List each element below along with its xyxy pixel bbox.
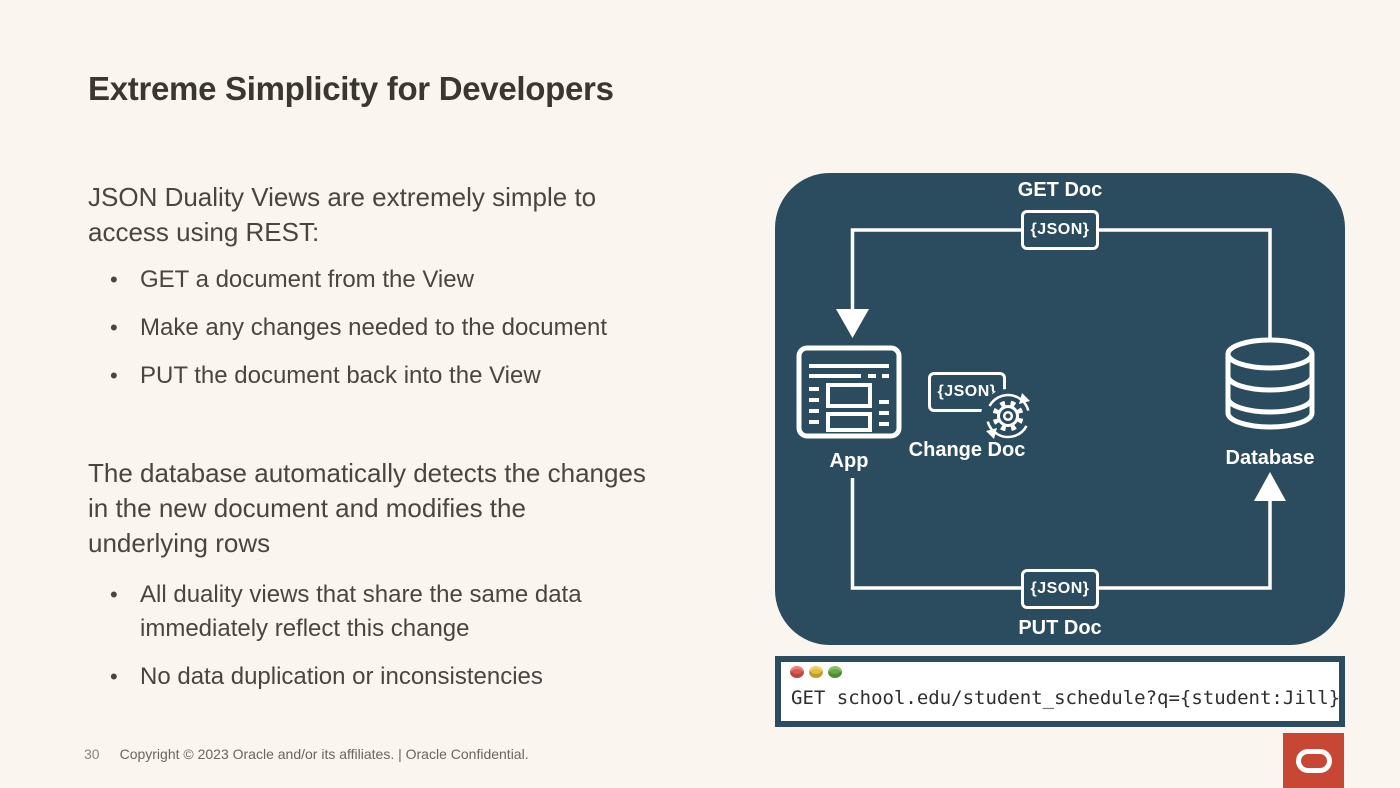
oracle-o-icon [1295, 748, 1332, 773]
bullet-item: No data duplication or inconsistencies [88, 660, 668, 694]
terminal-window: GET school.edu/student_schedule?q={stude… [775, 656, 1345, 727]
slide-title: Extreme Simplicity for Developers [88, 70, 614, 107]
diagram-wires [796, 228, 1315, 590]
bullet-text: GET a document from the View [140, 266, 474, 293]
footer: 30 Copyright © 2023 Oracle and/or its aff… [84, 746, 529, 762]
bullet-item: All duality views that share the same da… [88, 578, 668, 646]
database-cylinder-icon [1225, 337, 1315, 430]
bullet-text: PUT the document back into the View [140, 362, 541, 389]
bullet-item: GET a document from the View [88, 263, 668, 297]
page-number: 30 [84, 746, 100, 762]
change-doc-label: Change Doc [908, 439, 1026, 461]
intro-paragraph: JSON Duality Views are extremely simple … [88, 182, 597, 247]
down-arrow-icon [836, 309, 869, 338]
rest-bullet-list: GET a document from the View Make any ch… [88, 263, 688, 407]
traffic-lights [790, 666, 842, 678]
wire-bottom-left [850, 478, 1021, 590]
wire-top-right [1099, 228, 1272, 339]
get-doc-label: GET Doc [1017, 179, 1103, 201]
bullet-item: PUT the document back into the View [88, 359, 668, 393]
up-arrow-icon [1254, 472, 1286, 501]
terminal-command: GET school.edu/student_schedule?q={stude… [791, 687, 1341, 709]
copyright-text: Copyright © 2023 Oracle and/or its affil… [119, 746, 529, 762]
auto-detect-paragraph: The database automatically detects the c… [88, 458, 646, 558]
database-label: Database [1225, 447, 1315, 469]
duality-flow-diagram: GET Doc {JSON} {JSON} Change Doc App Dat… [775, 173, 1345, 645]
red-dot-icon [790, 666, 804, 678]
app-label: App [829, 450, 869, 472]
green-dot-icon [828, 666, 842, 678]
gear-sync-icon [979, 387, 1037, 445]
bullet-item: Make any changes needed to the document [88, 311, 668, 345]
json-doc-bottom: {JSON} [1021, 569, 1099, 609]
put-doc-label: PUT Doc [1018, 617, 1102, 639]
json-doc-top: {JSON} [1021, 210, 1099, 250]
auto-bullet-list: All duality views that share the same da… [88, 578, 688, 708]
bullet-text: All duality views that share the same da… [140, 581, 582, 642]
app-window-icon [796, 345, 902, 439]
wire-bottom-right [1099, 501, 1272, 590]
wire-top-left [850, 228, 1021, 309]
yellow-dot-icon [809, 666, 823, 678]
oracle-logo [1283, 733, 1344, 788]
bullet-text: No data duplication or inconsistencies [140, 663, 543, 690]
bullet-text: Make any changes needed to the document [140, 314, 607, 341]
